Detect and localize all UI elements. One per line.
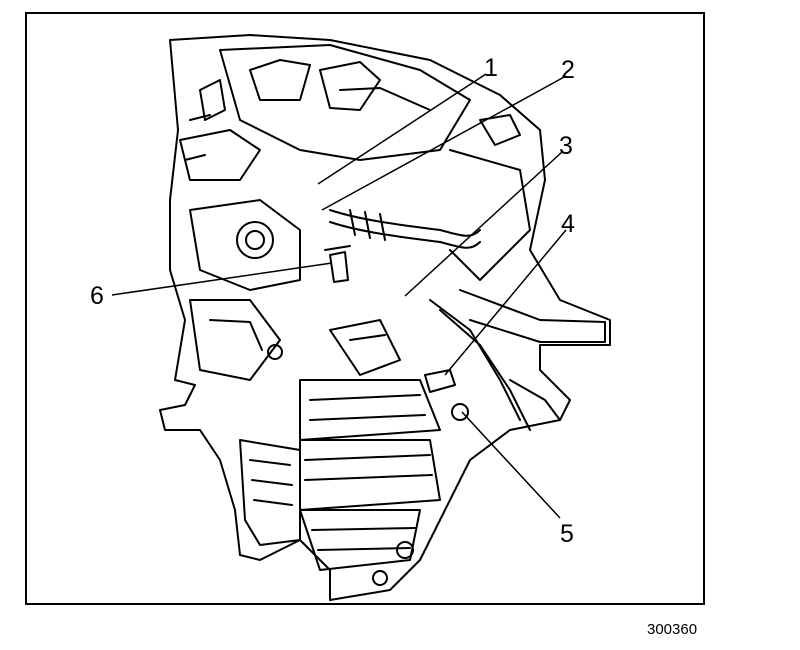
callout-2: 2 [561, 56, 575, 84]
leader-line-1 [317, 73, 487, 185]
leader-line-2 [321, 75, 567, 211]
leader-line-3 [404, 151, 563, 297]
leader-line-6 [111, 262, 333, 296]
leader-line-4 [444, 229, 567, 376]
callout-6: 6 [90, 282, 104, 310]
callout-1: 1 [484, 54, 498, 82]
figure-id: 300360 [647, 621, 698, 638]
callout-4: 4 [561, 210, 575, 238]
callout-3: 3 [559, 132, 573, 160]
leader-line-5 [461, 411, 561, 519]
callout-5: 5 [560, 520, 574, 548]
